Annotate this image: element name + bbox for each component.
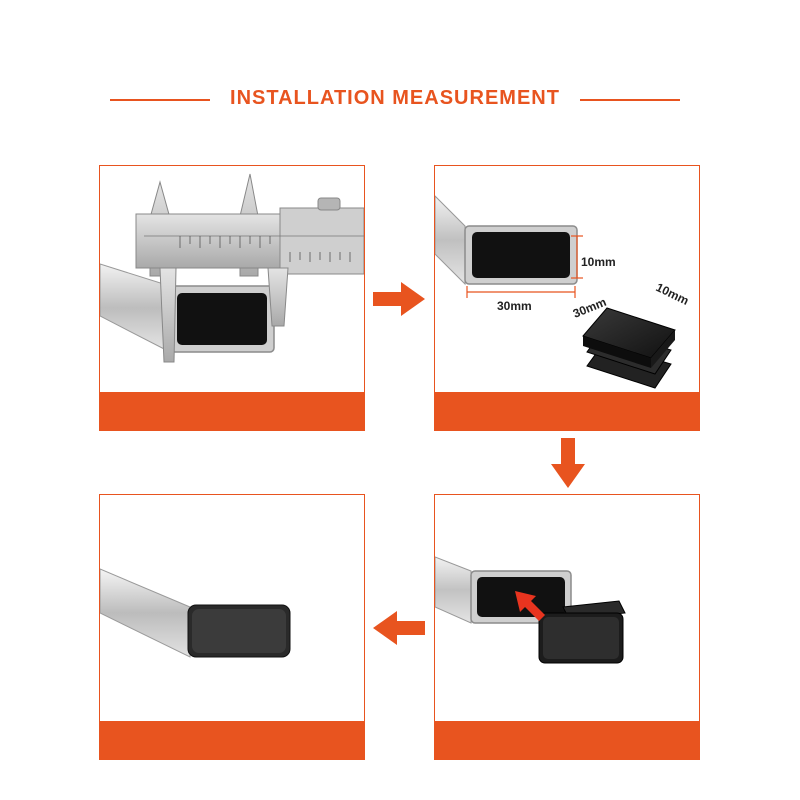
step-2-footer-bar xyxy=(435,392,699,430)
vernier-caliper-icon xyxy=(135,173,364,363)
capped-tube-scene xyxy=(100,568,291,658)
end-cap-icon xyxy=(538,600,626,664)
step-4-footer-bar xyxy=(100,721,364,759)
step-1-measure-panel xyxy=(99,165,365,431)
arrow-right-icon xyxy=(373,282,425,316)
section-title: INSTALLATION MEASUREMENT xyxy=(230,87,560,109)
step-3-footer-bar xyxy=(435,721,699,759)
insert-arrow-icon xyxy=(515,591,545,621)
capped-tube-icon xyxy=(100,568,291,658)
rectangular-tube-icon xyxy=(435,195,578,286)
step-1-footer-bar xyxy=(100,392,364,430)
rectangular-tube-icon xyxy=(100,263,275,353)
width-dimension-line xyxy=(466,286,576,298)
end-cap-icon xyxy=(582,307,676,389)
insert-scene xyxy=(435,556,626,664)
step-2-dimensions-panel: 10mm 30mm 30mm 10mm xyxy=(434,165,700,431)
arrow-left-icon xyxy=(373,611,425,645)
height-dimension-line xyxy=(571,235,583,279)
caliper-scene xyxy=(100,173,364,363)
tube-height-label: 10mm xyxy=(581,255,616,269)
tube-width-label: 30mm xyxy=(497,299,532,313)
header-rule-left xyxy=(110,99,210,101)
arrow-down-icon xyxy=(551,438,585,488)
step-4-finished-panel xyxy=(99,494,365,760)
section-header: INSTALLATION MEASUREMENT xyxy=(0,82,800,116)
dimensions-scene: 10mm 30mm 30mm 10mm xyxy=(435,195,691,389)
header-rule-right xyxy=(580,99,680,101)
step-3-insert-panel xyxy=(434,494,700,760)
cap-depth-label: 10mm xyxy=(654,280,691,308)
